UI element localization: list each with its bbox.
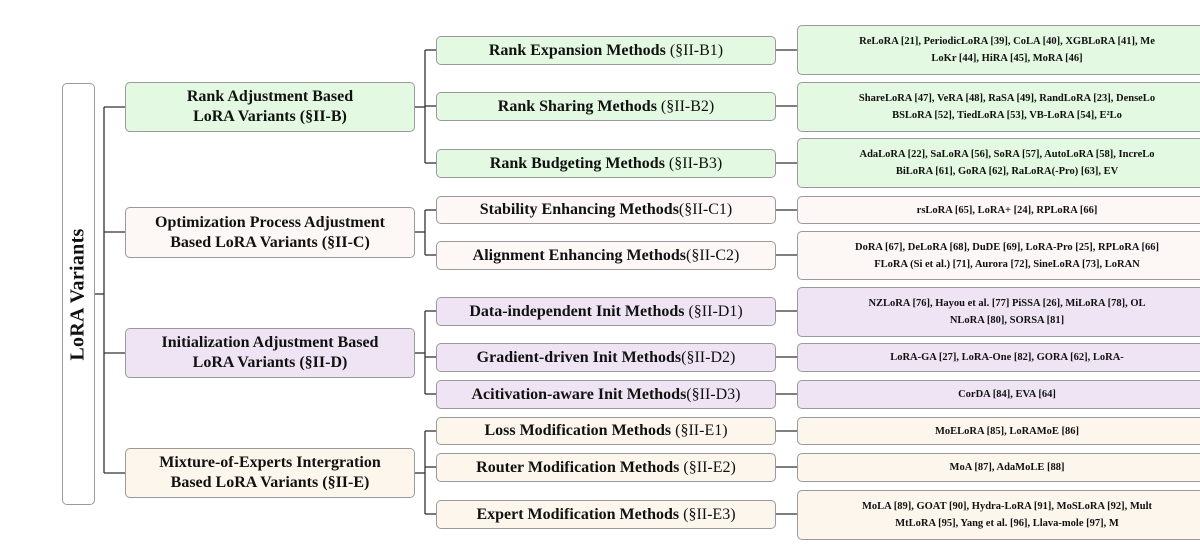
method-ref: (§II-B2) <box>660 97 715 115</box>
citation-line: FLoRA (Si et al.) [71], Aurora [72], Sin… <box>874 258 1140 270</box>
citation-line: ShareLoRA [47], VeRA [48], RaSA [49], Ra… <box>858 93 1156 104</box>
category-line1: Mixture-of-Experts Intergration <box>159 454 381 471</box>
citation-line: MoLA [89], GOAT [90], Hydra-LoRA [91], M… <box>861 501 1153 512</box>
method-ref: (§II-C2) <box>686 246 740 264</box>
citation-line: rsLoRA [65], LoRA+ [24], RPLoRA [66] <box>916 204 1098 216</box>
method-ref: (§II-D3) <box>686 385 741 403</box>
citation-line: LoKr [44], HiRA [45], MoRA [46] <box>931 53 1083 64</box>
category-line2: Based LoRA Variants (§II-E) <box>170 474 370 491</box>
citations-rank-expansion: ReLoRA [21], PeriodicLoRA [39], CoLA [40… <box>797 25 1200 75</box>
citation-line: NLoRA [80], SORSA [81] <box>949 315 1065 326</box>
citation-line: BiLoRA [61], GoRA [62], RaLoRA(-Pro) [63… <box>895 166 1119 177</box>
citation-line: LoRA-GA [27], LoRA-One [82], GORA [62], … <box>890 352 1124 363</box>
citation-line: CorDA [84], EVA [64] <box>958 389 1056 400</box>
citations-activation-aware-init: CorDA [84], EVA [64] <box>797 380 1200 409</box>
category-line1: Optimization Process Adjustment <box>155 213 385 231</box>
citation-line: BSLoRA [52], TiedLoRA [53], VB-LoRA [54]… <box>892 110 1122 121</box>
citations-stability-enhancing: rsLoRA [65], LoRA+ [24], RPLoRA [66] <box>797 196 1200 224</box>
citations-expert-modification: MoLA [89], GOAT [90], Hydra-LoRA [91], M… <box>797 490 1200 540</box>
citations-gradient-driven-init: LoRA-GA [27], LoRA-One [82], GORA [62], … <box>797 343 1200 372</box>
method-rank-sharing: Rank Sharing Methods (§II-B2) <box>436 92 776 121</box>
category-line2: Based LoRA Variants (§II-C) <box>170 233 370 251</box>
citation-line: DoRA [67], DeLoRA [68], DuDE [69], LoRA-… <box>855 241 1159 253</box>
citations-rank-sharing: ShareLoRA [47], VeRA [48], RaSA [49], Ra… <box>797 82 1200 132</box>
method-router-modification: Router Modification Methods (§II-E2) <box>436 453 776 482</box>
method-name: Gradient-driven Init Methods <box>476 348 682 366</box>
method-ref: (§II-C1) <box>678 201 733 218</box>
category-line1: Rank Adjustment Based <box>186 88 354 105</box>
category-line2: LoRA Variants (§II-B) <box>193 108 347 125</box>
method-name: Expert Modification Methods <box>476 505 680 523</box>
citations-alignment-enhancing: DoRA [67], DeLoRA [68], DuDE [69], LoRA-… <box>797 231 1200 280</box>
citation-line: MtLoRA [95], Yang et al. [96], Llava-mol… <box>895 518 1119 529</box>
citation-line: ReLoRA [21], PeriodicLoRA [39], CoLA [40… <box>859 36 1155 47</box>
citation-line: NZLoRA [76], Hayou et al. [77] PiSSA [26… <box>868 298 1146 309</box>
method-name: Acitivation-aware Init Methods <box>471 385 687 403</box>
method-name: Router Modification Methods <box>476 458 680 476</box>
method-name: Rank Sharing Methods <box>497 97 657 115</box>
method-loss-modification: Loss Modification Methods (§II-E1) <box>436 417 776 445</box>
method-activation-aware-init: Acitivation-aware Init Methods(§II-D3) <box>436 380 776 409</box>
method-ref: (§II-D2) <box>681 348 736 366</box>
method-alignment-enhancing: Alignment Enhancing Methods(§II-C2) <box>436 241 776 270</box>
citations-rank-budgeting: AdaLoRA [22], SaLoRA [56], SoRA [57], Au… <box>797 138 1200 188</box>
method-ref: (§II-B3) <box>668 154 723 172</box>
method-ref: (§II-E3) <box>683 505 736 523</box>
method-ref: (§II-D1) <box>688 302 743 320</box>
citation-line: MoELoRA [85], LoRAMoE [86] <box>934 425 1080 437</box>
method-name: Rank Expansion Methods <box>488 41 666 59</box>
citations-data-independent-init: NZLoRA [76], Hayou et al. [77] PiSSA [26… <box>797 287 1200 337</box>
method-data-independent-init: Data-independent Init Methods (§II-D1) <box>436 297 776 326</box>
method-ref: (§II-E2) <box>683 458 736 476</box>
method-stability-enhancing: Stability Enhancing Methods(§II-C1) <box>436 196 776 224</box>
citations-router-modification: MoA [87], AdaMoLE [88] <box>797 453 1200 482</box>
method-name: Rank Budgeting Methods <box>489 154 665 172</box>
root-label: LoRA Variants <box>67 227 89 361</box>
method-ref: (§II-B1) <box>669 41 724 59</box>
citation-line: AdaLoRA [22], SaLoRA [56], SoRA [57], Au… <box>859 149 1155 160</box>
root-node: LoRA Variants <box>62 83 95 505</box>
method-rank-expansion: Rank Expansion Methods (§II-B1) <box>436 36 776 65</box>
method-name: Loss Modification Methods <box>484 422 672 439</box>
method-name: Stability Enhancing Methods <box>479 201 679 218</box>
citations-loss-modification: MoELoRA [85], LoRAMoE [86] <box>797 417 1200 445</box>
category-line1: Initialization Adjustment Based <box>161 334 379 351</box>
method-name: Data-independent Init Methods <box>469 302 685 320</box>
citation-line: MoA [87], AdaMoLE [88] <box>949 462 1065 473</box>
method-rank-budgeting: Rank Budgeting Methods (§II-B3) <box>436 149 776 178</box>
method-name: Alignment Enhancing Methods <box>472 246 687 264</box>
method-expert-modification: Expert Modification Methods (§II-E3) <box>436 500 776 529</box>
method-ref: (§II-E1) <box>675 422 728 439</box>
category-line2: LoRA Variants (§II-D) <box>192 354 348 371</box>
method-gradient-driven-init: Gradient-driven Init Methods(§II-D2) <box>436 343 776 372</box>
